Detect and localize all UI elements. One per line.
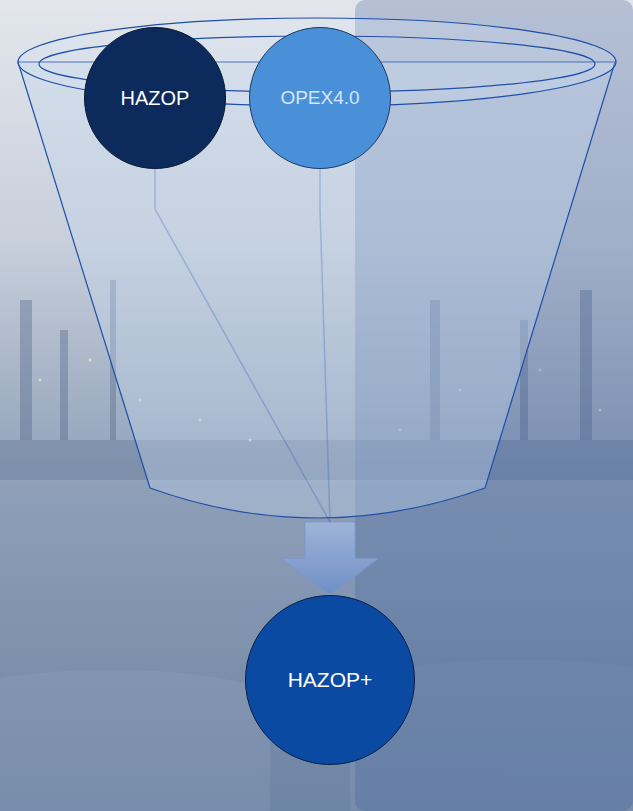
merge-line [320,169,330,522]
merge-arrow [282,169,378,595]
circle-node: HAZOP+ [245,595,415,765]
merge-line [155,169,330,522]
circle-node: OPEX4.0 [249,27,391,169]
merge-arrow [155,169,378,595]
block-arrow [282,522,378,595]
block-arrow [282,522,378,595]
circle-node: HAZOP [84,27,226,169]
node-label: HAZOP+ [288,668,373,692]
node-label: HAZOP [121,87,190,110]
node-label: OPEX4.0 [280,87,359,109]
